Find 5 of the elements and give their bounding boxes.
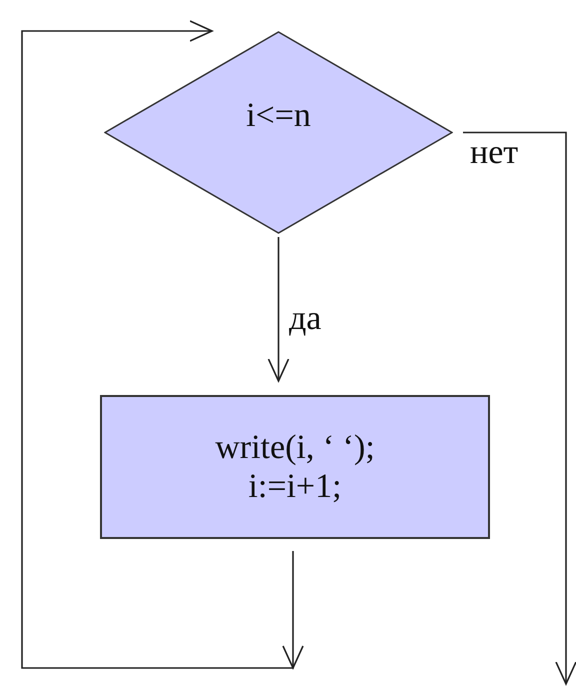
- statement-text: i:=i+1;: [248, 467, 342, 506]
- process-box: [100, 395, 490, 539]
- decision-diamond: [104, 31, 453, 234]
- statement-text: write(i, ‘ ‘);: [215, 428, 375, 467]
- condition-text: i<=n: [246, 96, 311, 136]
